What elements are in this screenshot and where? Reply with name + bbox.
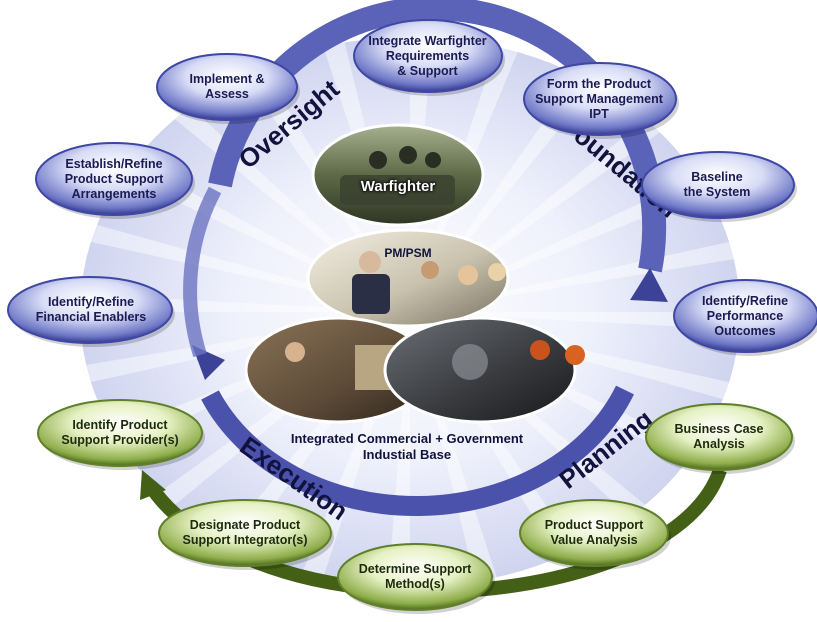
government-photo [383,316,585,424]
industrial-base-label: Integrated Commercial + Government Indus… [290,431,524,462]
green-arrowhead [140,470,166,500]
pm-psm-photo [306,228,510,328]
green-step-oval [37,399,203,467]
step-business-case-label: Business Case Analysis [674,422,764,451]
step-baseline-system-label: Baseline the System [683,170,751,199]
green-step-oval [519,499,669,567]
blue-step-oval [353,19,503,93]
step-form-psm-ipt-label: Form the Product Support Management IPT [535,76,663,121]
foundation-arrowhead [630,268,668,302]
blue-step-oval [641,151,795,219]
step-implement-assess-label: Implement & Assess [189,72,265,101]
warfighter-photo [311,123,485,227]
blue-step-oval [156,53,298,121]
ring-arc-bottom [201,385,634,517]
blue-step-oval [7,276,173,344]
warfighter-label: Warfighter [360,178,436,195]
step-value-analysis-label: Product Support Value Analysis [544,518,644,547]
green-step-oval [337,543,493,611]
blue-step-oval [35,142,193,216]
step-support-methods-label: Determine Support Method(s) [358,562,472,591]
pm-psm-label: PM/PSM [384,246,432,260]
step-support-arrangements-label: Establish/Refine Product Support Arrange… [64,156,164,201]
step-financial-enablers-label: Identify/Refine Financial Enablers [35,295,147,324]
blue-step-oval [523,62,677,136]
background-ray [410,312,750,331]
commercial-photo [244,316,432,424]
ring-arc-left [183,186,222,358]
step-performance-outcomes-label: Identify/Refine Performance Outcomes [701,293,789,338]
green-step-oval [645,403,793,471]
blue-step-oval [673,279,817,353]
step-support-providers-label: Identify Product Support Provider(s) [61,418,179,447]
green-step-oval [158,499,332,567]
step-designate-integrator-label: Designate Product Support Integrator(s) [182,518,308,547]
step-integrate-warfighter-label: Integrate Warfighter Requirements & Supp… [368,33,487,78]
